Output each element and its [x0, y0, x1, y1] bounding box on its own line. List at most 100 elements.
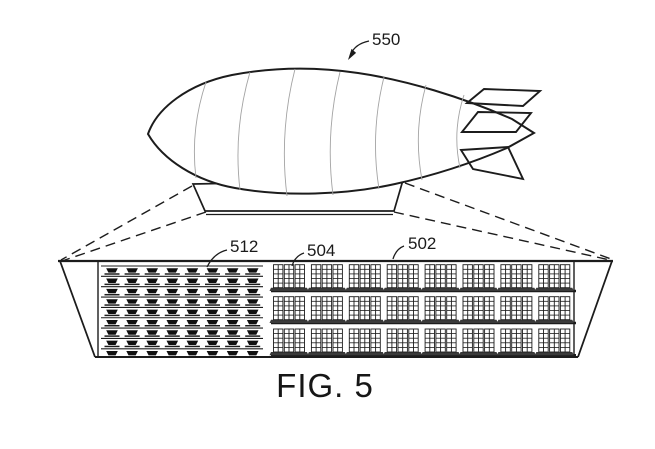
- shelf-unit-base: [459, 287, 498, 291]
- pallet-load: [146, 351, 158, 356]
- shelf-unit-base: [383, 287, 423, 291]
- callout-512-leader: [206, 249, 228, 268]
- pallet-load: [246, 319, 259, 325]
- pallet-load: [206, 278, 219, 283]
- shelf-unit-base: [459, 352, 498, 356]
- pallet-load: [166, 351, 179, 356]
- callout-512: 512: [206, 237, 258, 268]
- callout-502-label: 502: [408, 234, 436, 253]
- pallet-load: [166, 288, 179, 294]
- pallet-load: [126, 268, 138, 273]
- pallet-section: [101, 265, 263, 358]
- pallet-load: [226, 351, 239, 356]
- pallet-load: [166, 278, 179, 283]
- shelf-unit-base: [345, 352, 385, 356]
- pallet-load: [106, 330, 118, 335]
- pallet-load: [206, 299, 219, 304]
- shelf-unit-base: [269, 287, 309, 291]
- pallet-load: [106, 299, 118, 304]
- projection-line-left-inner: [61, 211, 207, 262]
- pallet-load: [166, 340, 179, 346]
- pallet-load: [186, 330, 199, 335]
- callout-504: 504: [291, 241, 335, 267]
- pallet-load: [206, 309, 219, 314]
- pallet-load: [186, 340, 199, 346]
- pallet-load: [166, 299, 179, 304]
- tail-fin-bottom: [459, 146, 525, 181]
- shelf-unit-base: [345, 287, 385, 291]
- shelf-unit-base: [383, 352, 423, 356]
- pallet-load: [146, 340, 158, 346]
- pallet-load: [166, 268, 179, 273]
- pallet-load: [226, 330, 239, 335]
- pallet-load: [126, 288, 138, 294]
- pallet-load: [106, 268, 118, 273]
- pallet-load: [226, 309, 239, 314]
- tail-fin-middle: [460, 111, 533, 133]
- detail-box-left-slant: [59, 260, 96, 358]
- pallet-load: [126, 299, 138, 304]
- pallet-load: [186, 268, 199, 273]
- figure-caption: FIG. 5: [276, 367, 374, 404]
- pallet-load: [226, 340, 239, 346]
- projection-line-left-outer: [60, 185, 193, 261]
- pallet-load: [126, 330, 138, 335]
- projection-line-right-outer: [404, 182, 612, 260]
- pallet-load: [126, 340, 138, 346]
- hull-seams: [193, 68, 465, 197]
- shelf-unit-base: [421, 352, 461, 356]
- pallet-load: [126, 309, 138, 314]
- callout-504-leader: [291, 252, 305, 267]
- pallet-load: [146, 299, 158, 304]
- shelf-section: [269, 264, 576, 357]
- pallet-load: [186, 299, 199, 304]
- pallet-load: [226, 278, 239, 283]
- shelf-unit-base: [459, 319, 498, 323]
- pallet-load: [166, 319, 179, 325]
- pallet-load: [126, 278, 138, 283]
- shelf-unit-base: [496, 319, 536, 323]
- pallet-load: [106, 340, 118, 346]
- pallet-load: [246, 309, 259, 314]
- shelf-unit-base: [421, 287, 461, 291]
- pallet-load: [206, 351, 219, 356]
- pallet-load: [106, 309, 118, 314]
- shelf-unit-base: [496, 287, 536, 291]
- pallet-load: [106, 319, 118, 325]
- pallet-load: [126, 351, 138, 356]
- pallet-load: [246, 278, 259, 283]
- shelf-unit-base: [534, 319, 574, 323]
- shelf-unit-base: [496, 352, 536, 356]
- pallet-load: [146, 330, 158, 335]
- pallet-load: [246, 351, 259, 356]
- callout-550-label: 550: [372, 30, 400, 49]
- pallet-load: [206, 268, 219, 273]
- pallet-load: [126, 319, 138, 325]
- pallet-load: [106, 351, 118, 356]
- pallet-load: [186, 288, 199, 294]
- pallet-load: [186, 309, 199, 314]
- hull-seam: [193, 81, 207, 179]
- pallet-load: [166, 330, 179, 335]
- detail-box-right-slant: [577, 260, 613, 358]
- shelf-unit-base: [307, 287, 347, 291]
- pallet-load: [146, 309, 158, 314]
- callout-504-label: 504: [307, 241, 335, 260]
- pallet-load: [226, 299, 239, 304]
- pallet-load: [166, 309, 179, 314]
- pallet-load: [226, 319, 239, 325]
- pallet-load: [246, 330, 259, 335]
- pallet-load: [186, 351, 199, 356]
- pallet-load: [226, 288, 239, 294]
- callout-550-arrowhead: [348, 48, 357, 60]
- pallet-load: [146, 278, 158, 283]
- hull-seam: [283, 68, 296, 197]
- pallet-load: [146, 288, 158, 294]
- pallet-load: [106, 288, 118, 294]
- pallet-load: [206, 319, 219, 325]
- pallet-load: [146, 268, 158, 273]
- shelf-unit-base: [307, 352, 347, 356]
- pallet-load: [226, 268, 239, 273]
